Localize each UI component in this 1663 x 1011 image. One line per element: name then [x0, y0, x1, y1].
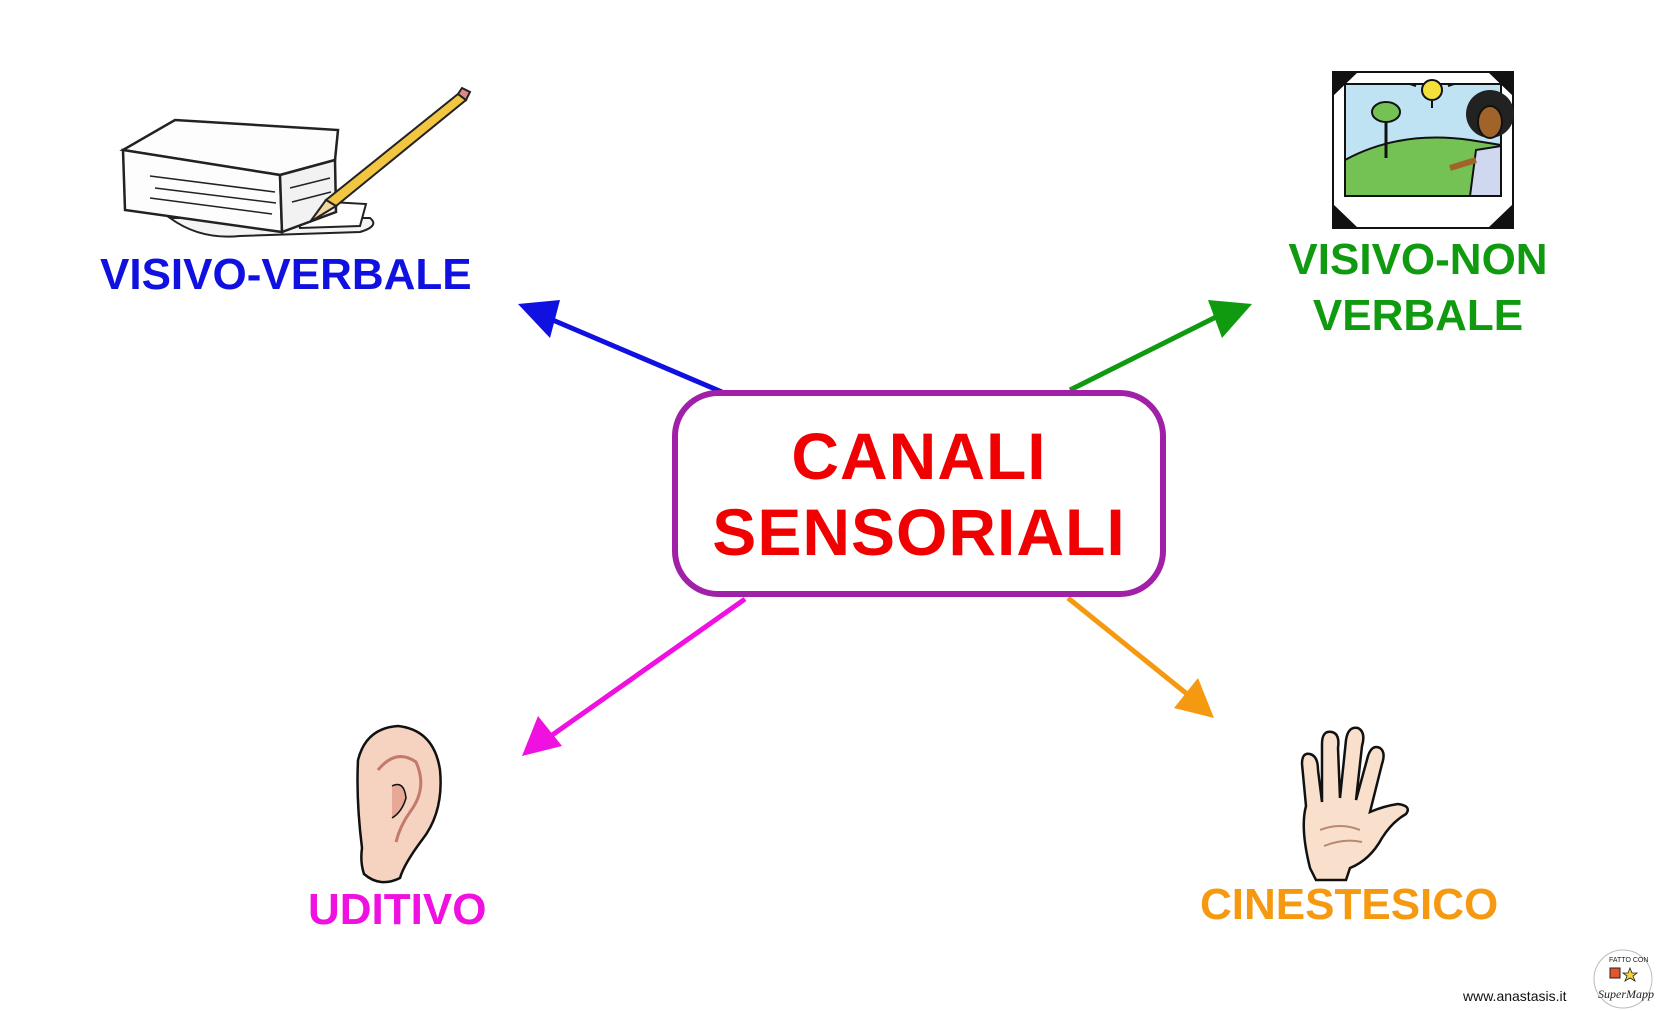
ear-icon: [356, 724, 442, 884]
arrow-to-cinestesico: [1066, 596, 1214, 718]
central-concept-box: CANALI SENSORIALI: [672, 390, 1166, 597]
central-title-line-2: SENSORIALI: [712, 494, 1126, 569]
logo-text-top: FATTO CON: [1609, 957, 1648, 964]
hand-icon: [1300, 726, 1409, 882]
node-label-visivo-non-verbale-line-1: VISIVO-NON: [1288, 235, 1548, 284]
central-title-line-1: CANALI: [791, 418, 1047, 493]
node-label-visivo-non-verbale-line-2: VERBALE: [1312, 291, 1524, 340]
node-label-visivo-verbale: VISIVO-VERBALE: [100, 250, 472, 299]
paper-stack-pencil-icon: [119, 86, 472, 238]
node-label-uditivo: UDITIVO: [308, 885, 487, 934]
supermappe-logo: FATTO CON SuperMappe: [1593, 949, 1654, 1009]
picture-frame-icon: [1332, 71, 1514, 229]
arrow-to-uditivo: [522, 596, 747, 756]
node-label-visivo-non-verbale: VISIVO-NON VERBALE: [1278, 232, 1558, 344]
logo-text-bottom: SuperMappe: [1598, 987, 1654, 1001]
arrow-to-visivo-non-verbale: [1068, 300, 1252, 393]
node-label-cinestesico: CINESTESICO: [1200, 880, 1499, 929]
website-credit: www.anastasis.it: [1463, 988, 1567, 1004]
arrow-to-visivo-verbale: [518, 300, 723, 395]
